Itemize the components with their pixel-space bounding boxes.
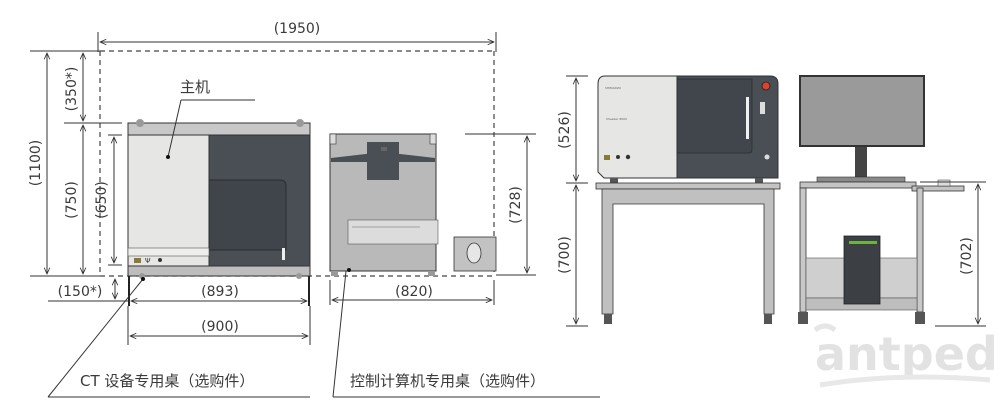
watermark: antpedia xyxy=(813,323,1000,388)
overall-height-dimension: (1100) xyxy=(28,50,100,277)
power-dial-icon xyxy=(764,154,770,160)
mouse-icon xyxy=(466,242,482,264)
ct-main-unit-front: Ψ 主机 xyxy=(127,78,311,279)
desk-height-label: (750) xyxy=(64,181,80,219)
unit-width-dimension: (893) xyxy=(131,284,307,301)
key-icon xyxy=(616,155,620,159)
main-unit-callout-label: 主机 xyxy=(180,78,210,96)
model-text: XSeeker 8000 xyxy=(606,117,627,121)
unit-height-label: (650) xyxy=(94,181,110,219)
radiation-warning-icon xyxy=(134,258,141,263)
ct-desk-side xyxy=(595,182,781,324)
ct-desk-callout: CT 设备专用桌（选购件） xyxy=(47,277,310,398)
ct-desk-callout-label: CT 设备专用桌（选购件） xyxy=(80,372,254,390)
brand-text: SHIMADZU xyxy=(605,86,621,90)
top-clearance-dimension: (350*) xyxy=(64,53,122,124)
monitor-icon xyxy=(799,75,925,147)
keyboard-icon xyxy=(347,219,439,245)
pc-desk-width-label: (820) xyxy=(395,284,433,300)
desk-width-dimension: (900) xyxy=(127,306,311,345)
ct-unit-side-dimensions: (526) (700) xyxy=(557,75,588,327)
ct-desk-front xyxy=(128,276,310,306)
overall-height-label: (1100) xyxy=(28,140,44,187)
pc-desk-side-height-label: (702) xyxy=(959,237,975,275)
pc-tower-icon xyxy=(843,235,881,305)
pc-desk-side xyxy=(798,75,965,324)
ct-main-unit: SHIMADZU XSeeker 8000 xyxy=(597,75,779,183)
keyboard-icon xyxy=(816,176,906,183)
pc-desk-height-dimension: (728) xyxy=(465,133,536,276)
desk-width-label: (900) xyxy=(201,319,239,335)
unit-height-dimension: (650) xyxy=(94,134,122,266)
pc-desk-side-height-dimension: (702) xyxy=(920,181,986,327)
side-unit-height-label: (526) xyxy=(557,111,573,149)
pc-desk-width-dimension: (820) xyxy=(329,280,495,305)
top-clearance-label: (350*) xyxy=(64,67,80,112)
power-dial-icon xyxy=(158,258,162,262)
side-clearance-label: (150*) xyxy=(58,284,103,300)
pc-desk-front xyxy=(329,133,497,276)
unit-width-label: (893) xyxy=(201,284,239,300)
pc-desk-callout: 控制计算机专用桌（选购件） xyxy=(332,270,600,398)
overall-width-label: (1950) xyxy=(274,21,321,37)
side-desk-height-label: (700) xyxy=(557,236,573,274)
key-icon: Ψ xyxy=(145,257,151,265)
watermark-text: antpedia xyxy=(815,327,1000,381)
mouse-icon xyxy=(937,179,951,187)
side-clearance-dimension: (150*) xyxy=(48,279,128,302)
pc-desk-height-label: (728) xyxy=(508,186,524,224)
overall-width-dimension: (1950) xyxy=(97,21,497,52)
desk-height-dimension: (750) xyxy=(64,125,83,274)
pc-desk-callout-label: 控制计算机专用桌（选购件） xyxy=(350,372,545,390)
radiation-warning-icon xyxy=(604,155,610,160)
emergency-stop-icon xyxy=(761,81,771,91)
